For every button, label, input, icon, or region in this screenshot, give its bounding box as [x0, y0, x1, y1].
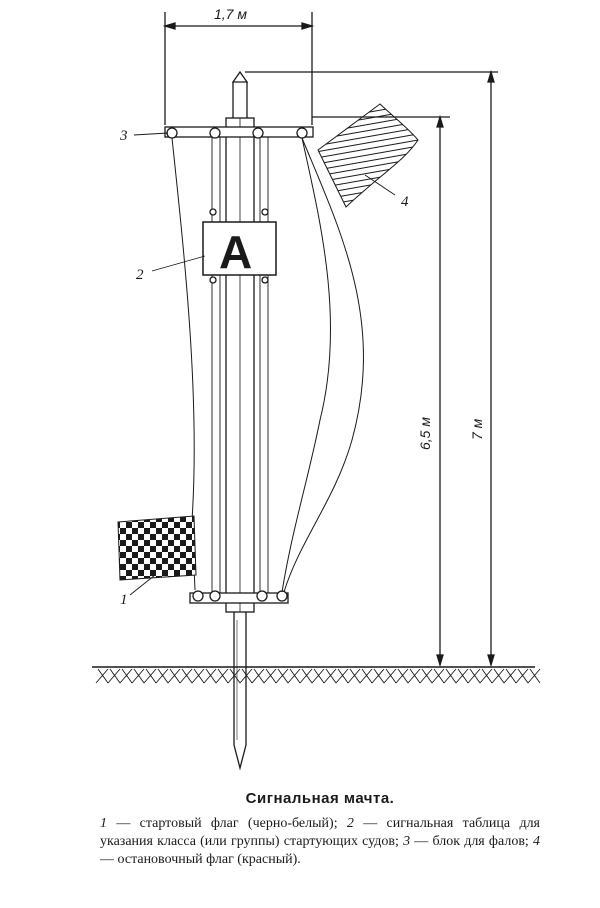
legend-item-text: — сигнальная таблица для указания класса…	[100, 816, 540, 849]
ground-line	[92, 666, 541, 684]
bottom-yard	[189, 592, 289, 604]
legend-item: 2 — сигнальная таблица для указания клас…	[100, 816, 540, 849]
top-yard	[164, 126, 314, 138]
figure-title: Сигнальная мачта.	[245, 790, 395, 807]
dimension-yard-height-label: 6,5 м	[417, 417, 433, 450]
legend-item: 1 — стартовый флаг (черно-белый);	[100, 816, 347, 831]
sign-letter: A	[219, 226, 252, 278]
mast-pole	[225, 70, 255, 771]
sign-board	[202, 221, 277, 276]
legend-item-text: — стартовый флаг (черно-белый);	[107, 816, 347, 831]
right-halyard-curve	[283, 137, 364, 593]
figure-legend: 1 — стартовый флаг (черно-белый); 2 — си…	[100, 815, 540, 869]
legend-item-number: 1	[100, 816, 107, 831]
legend-item-text: — блок для фалов;	[410, 834, 534, 849]
width-dimension	[162, 12, 315, 125]
legend-item-number: 3	[403, 834, 411, 849]
callout-stop-flag: 4	[401, 194, 409, 210]
dimension-width-label: 1,7 м	[214, 6, 247, 22]
figure-caption: Сигнальная мачта. 1 — стартовый флаг (че…	[100, 790, 540, 869]
legend-item-number: 4	[533, 834, 541, 849]
callout-sign-board: 2	[136, 267, 144, 283]
height-dimension-yard	[312, 114, 450, 668]
callout-block: 3	[119, 128, 128, 144]
legend-item: 4 — остановочный флаг (красный).	[100, 834, 540, 867]
legend-item-number: 2	[346, 816, 354, 831]
stop-flag	[317, 103, 419, 208]
signal-mast-diagram: A 3 2 1 4 1,7 м 6,5 м 7 м	[92, 6, 541, 771]
start-flag	[117, 515, 197, 581]
legend-item-text: — остановочный флаг (красный).	[100, 852, 301, 867]
left-halyard-curve	[171, 137, 196, 591]
callout-start-flag: 1	[120, 592, 128, 608]
height-dimension-total	[245, 69, 498, 668]
legend-item: 3 — блок для фалов;	[403, 834, 533, 849]
dimension-total-height-label: 7 м	[469, 418, 485, 440]
